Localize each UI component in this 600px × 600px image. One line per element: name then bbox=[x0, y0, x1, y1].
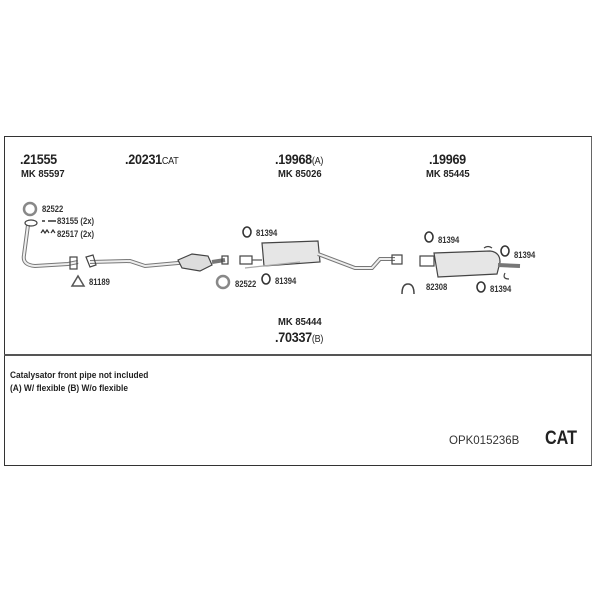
part-number: .19968(A) bbox=[275, 151, 323, 167]
part-suffix: CAT bbox=[161, 156, 179, 167]
part-suffix: (B) bbox=[311, 334, 324, 345]
label-hanger: 81394 bbox=[256, 228, 278, 238]
part-number-text: .19968 bbox=[275, 151, 312, 167]
label-clamp: 82308 bbox=[426, 282, 448, 292]
note-line: Catalysator front pipe not included bbox=[10, 370, 149, 381]
mk-number: MK 85444 bbox=[278, 316, 322, 328]
label-ring: 82522 bbox=[235, 279, 257, 289]
label-hanger: 81394 bbox=[490, 284, 512, 294]
clamp-icon bbox=[401, 283, 415, 295]
front-pipe-drawing bbox=[21, 219, 79, 270]
label-bolt: 83155 (2x) bbox=[57, 216, 95, 226]
gasket-icon bbox=[70, 274, 86, 287]
middle-silencer-drawing bbox=[239, 240, 403, 270]
part-number: .70337(B) bbox=[275, 329, 323, 345]
spring-icon bbox=[40, 228, 56, 235]
ring-icon bbox=[22, 201, 38, 217]
part-number: .21555 bbox=[20, 151, 57, 167]
part-number-text: .70337 bbox=[275, 329, 312, 345]
label-spring: 82517 (2x) bbox=[57, 229, 95, 239]
label-ring: 82522 bbox=[42, 204, 64, 214]
hanger-icons bbox=[242, 226, 510, 293]
mk-number: MK 85026 bbox=[278, 168, 322, 180]
part-suffix: (A) bbox=[311, 156, 324, 167]
cat-badge: CAT bbox=[545, 428, 577, 449]
mk-number: MK 85445 bbox=[426, 168, 470, 180]
label-gasket: 81189 bbox=[89, 277, 110, 287]
part-number-text: .21555 bbox=[20, 151, 57, 167]
rear-silencer-drawing bbox=[419, 245, 521, 280]
label-hanger: 81394 bbox=[275, 276, 297, 286]
divider bbox=[4, 354, 592, 356]
ring-icon bbox=[215, 274, 231, 290]
part-number-text: .19969 bbox=[429, 151, 466, 167]
catalytic-converter-drawing bbox=[85, 253, 229, 272]
part-number: .20231CAT bbox=[125, 151, 179, 167]
kit-code: OPK015236B bbox=[449, 435, 520, 447]
label-hanger: 81394 bbox=[514, 250, 536, 260]
label-hanger: 81394 bbox=[438, 235, 460, 245]
part-number: .19969 bbox=[429, 151, 466, 167]
diagram-frame bbox=[4, 136, 592, 466]
note-line: (A) W/ flexible (B) W/o flexible bbox=[10, 383, 128, 394]
mk-number: MK 85597 bbox=[21, 168, 65, 180]
part-number-text: .20231 bbox=[125, 151, 162, 167]
